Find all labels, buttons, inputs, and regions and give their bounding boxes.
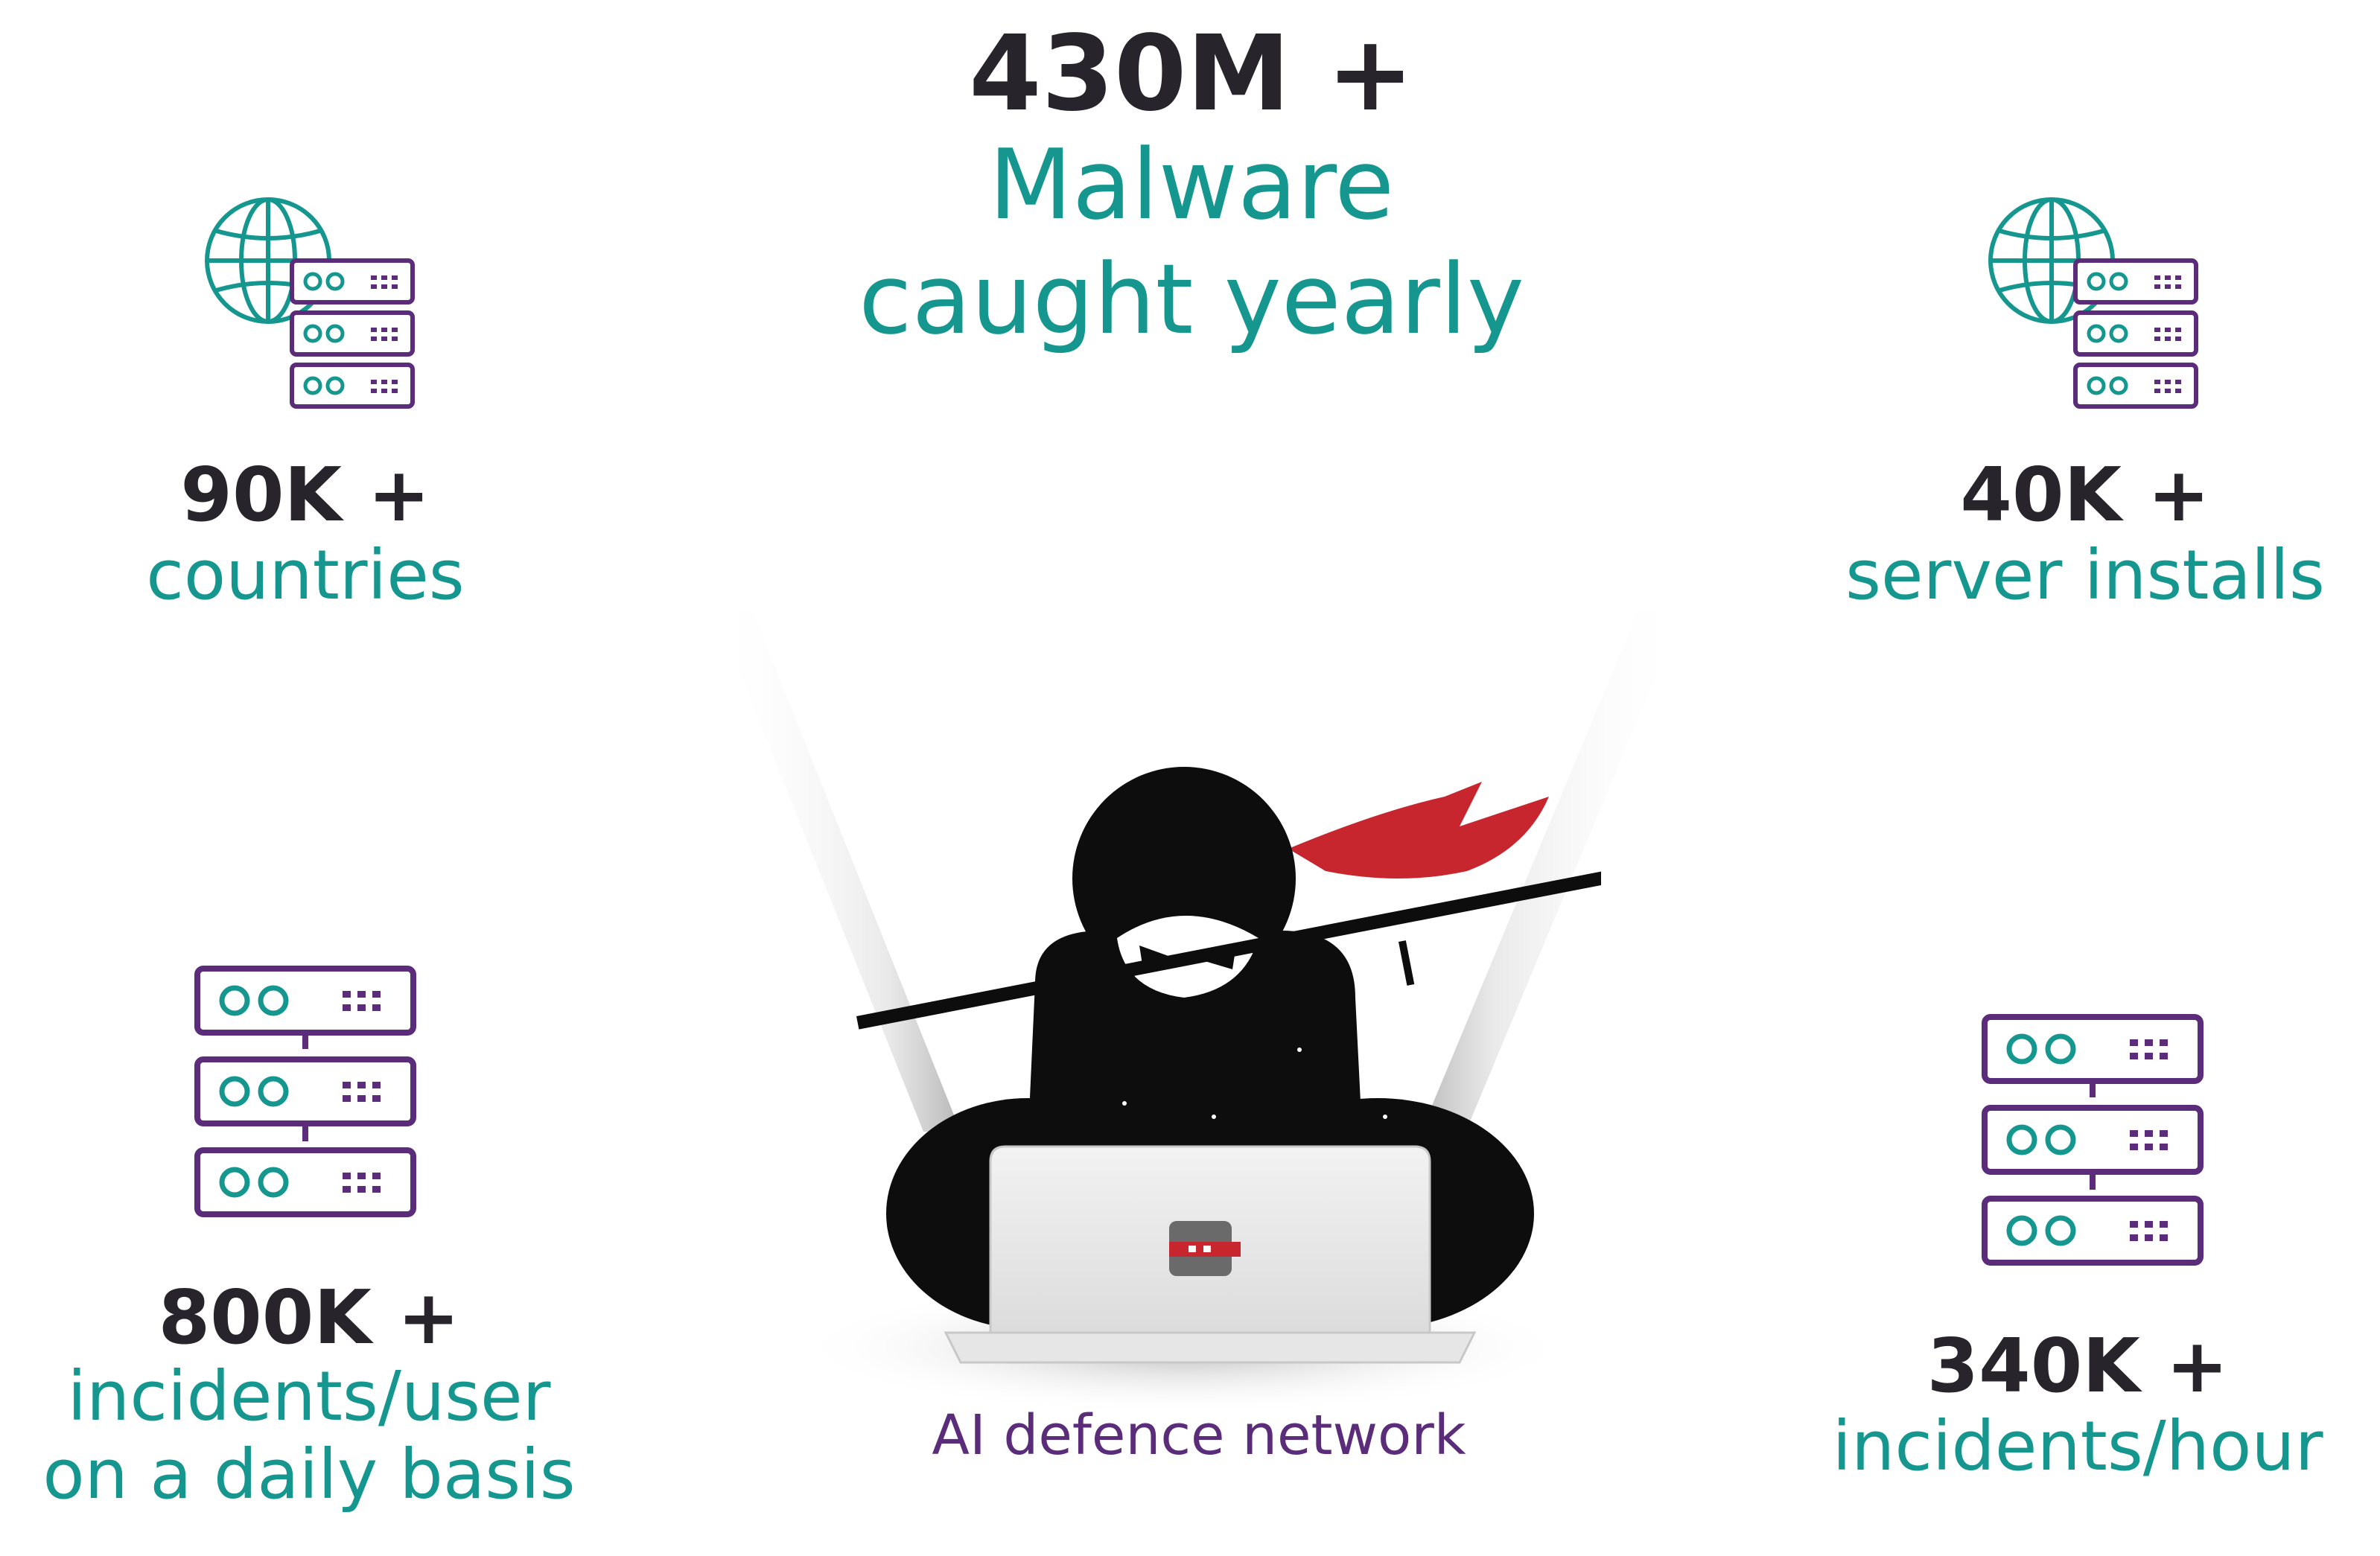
center-label-line1: Malware: [988, 128, 1395, 241]
stat-incidents-user: 800K + incidents/user on a daily basis: [0, 1281, 618, 1512]
stat-countries-number: 90K +: [180, 451, 430, 538]
globe-server-icon: [1988, 197, 2198, 409]
stat-countries-label: countries: [146, 535, 465, 615]
stat-server-installs: 40K + server installs: [1802, 451, 2368, 615]
center-number: 430M +: [969, 13, 1414, 135]
stat-incidents-hour-label: incidents/hour: [1832, 1406, 2323, 1486]
globe-server-icon: [205, 197, 415, 409]
stat-server-installs-label: server installs: [1845, 535, 2325, 615]
stat-incidents-user-label-line2: on a daily basis: [42, 1435, 576, 1515]
stat-incidents-hour-number: 340K +: [1926, 1322, 2229, 1409]
ninja-scarf: [1288, 782, 1549, 879]
stat-incidents-hour: 340K + incidents/hour: [1787, 1322, 2368, 1486]
server-stack-icon: [1982, 1014, 2204, 1266]
center-label-line2: caught yearly: [859, 243, 1524, 357]
stat-server-installs-number: 40K +: [1960, 451, 2210, 538]
ai-defence-caption: AI defence network: [827, 1403, 1571, 1467]
stat-countries: 90K + countries: [82, 451, 529, 615]
stat-incidents-user-label-line1: incidents/user: [67, 1356, 551, 1436]
server-stack-icon: [194, 966, 416, 1217]
ai-defence-caption-text: AI defence network: [932, 1403, 1466, 1467]
center-stat: 430M + Malware caught yearly: [782, 22, 1601, 352]
ninja-sword: [856, 865, 1601, 1030]
ninja-body: [1028, 931, 1363, 1147]
ninja-illustration: [856, 767, 1601, 1364]
stat-incidents-user-number: 800K +: [158, 1274, 460, 1361]
